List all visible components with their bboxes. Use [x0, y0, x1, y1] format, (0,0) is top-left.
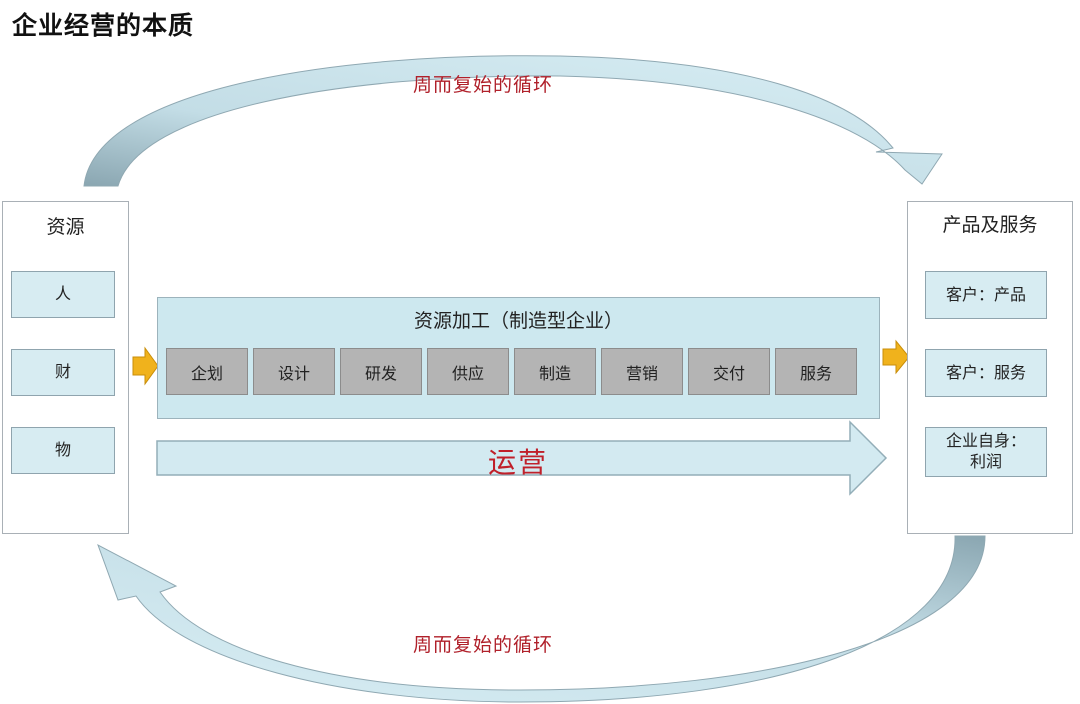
resource-processing-box: 资源加工（制造型企业） 企划 设计 研发 供应 制造 营销 交付 服务	[157, 297, 880, 419]
resource-finance: 财	[11, 349, 115, 396]
output-arrow	[882, 339, 910, 375]
page-title: 企业经营的本质	[12, 11, 195, 40]
stage-planning: 企划	[166, 348, 248, 395]
stage-service: 服务	[775, 348, 857, 395]
bottom-cycle-label: 周而复始的循环	[413, 634, 554, 656]
output-customer-product: 客户：产品	[925, 271, 1047, 319]
stage-supply: 供应	[427, 348, 509, 395]
stage-marketing: 营销	[601, 348, 683, 395]
input-arrow	[132, 346, 159, 386]
resource-materials: 物	[11, 427, 115, 474]
process-title: 资源加工（制造型企业）	[413, 310, 623, 332]
stage-delivery: 交付	[688, 348, 770, 395]
operations-label: 运营	[488, 446, 549, 479]
stage-rnd: 研发	[340, 348, 422, 395]
output-company-profit: 企业自身： 利润	[925, 427, 1047, 477]
resources-title: 资源	[46, 216, 85, 238]
operations-arrow	[156, 420, 888, 496]
outputs-panel: 产品及服务 客户：产品 客户：服务 企业自身： 利润	[907, 201, 1073, 534]
top-cycle-label: 周而复始的循环	[413, 74, 554, 96]
output-customer-service: 客户：服务	[925, 349, 1047, 397]
resources-panel: 资源 人 财 物	[2, 201, 129, 534]
stage-design: 设计	[253, 348, 335, 395]
resource-people: 人	[11, 271, 115, 318]
stage-manufacturing: 制造	[514, 348, 596, 395]
top-cycle-arrow	[83, 55, 943, 187]
bottom-cycle-arrow	[97, 535, 986, 703]
process-stages: 企划 设计 研发 供应 制造 营销 交付 服务	[166, 348, 857, 395]
outputs-title: 产品及服务	[942, 214, 1038, 236]
